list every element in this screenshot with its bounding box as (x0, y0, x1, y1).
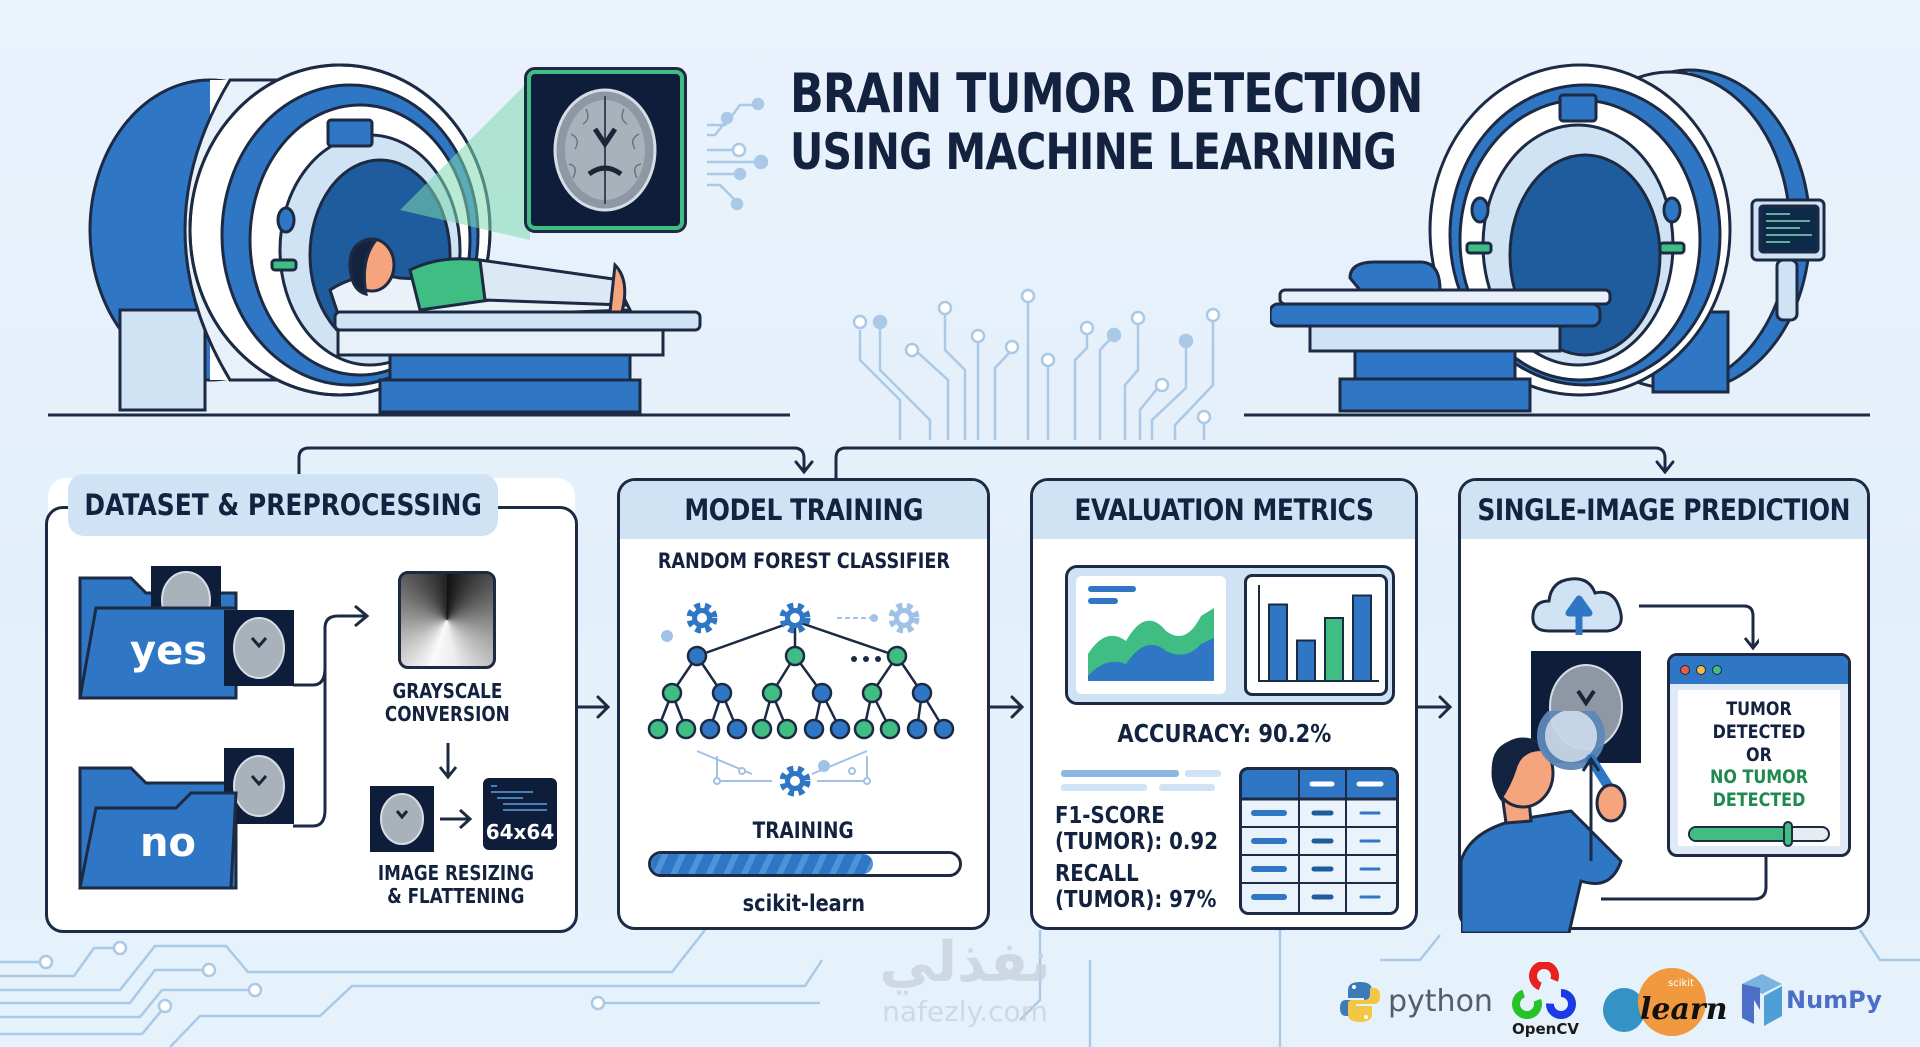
mini-chart-bar (1352, 594, 1372, 682)
watermark-arabic: نفذلي (879, 930, 1051, 995)
numpy-logo-text: NumPy (1786, 986, 1882, 1014)
prediction-result-text: TUMOR DETECTED OR NO TUMOR DETECTED (1678, 690, 1840, 846)
panel-model-training: MODEL TRAINING RANDOM FOREST CLASSIFIER (617, 478, 990, 930)
technology-logos: python OpenCV scikit learn NumPy (1340, 960, 1900, 1040)
merge-arrow-icon (293, 604, 370, 828)
mini-chart-bar (1324, 617, 1344, 682)
folder-yes-label: yes (130, 628, 208, 674)
watermark: نفذلي nafezly.com (850, 930, 1080, 1029)
area-chart-icon (1076, 576, 1226, 694)
python-logo-icon (1340, 982, 1380, 1022)
library-label: scikit-learn (742, 891, 865, 917)
opencv-logo-text: OpenCV (1512, 1020, 1579, 1038)
grayscale-icon (398, 571, 496, 669)
title-line-2: USING MACHINE LEARNING (790, 123, 1397, 182)
brain-thumbnail-icon (370, 786, 434, 852)
resize-tag: 64x64 (485, 820, 555, 844)
down-arrow-icon (438, 743, 458, 780)
right-arrow-icon (440, 808, 473, 830)
title-line-1: BRAIN TUMOR DETECTION (790, 62, 1423, 125)
panel-header: SINGLE-IMAGE PREDICTION (1461, 481, 1867, 539)
scikit-learn-logo-icon (1603, 968, 1706, 1036)
confusion-table-icon (1239, 767, 1399, 915)
folder-yes-icon[interactable] (76, 558, 296, 708)
panel-dataset-preprocessing: DATASET & PREPROCESSING yes no GRAYSCALE… (45, 474, 578, 933)
person-with-magnifier-icon (1461, 711, 1627, 933)
panel-header: MODEL TRAINING (620, 481, 987, 539)
flattened-vector-box: 64x64 (483, 778, 557, 850)
panel-header: DATASET & PREPROCESSING (68, 474, 498, 536)
training-progress-bar (648, 851, 962, 877)
mri-scanner-with-patient-icon (88, 63, 702, 414)
classifier-label: RANDOM FOREST CLASSIFIER (657, 549, 950, 573)
f1-score: F1-SCORE (TUMOR): 0.92 (1055, 803, 1218, 856)
prediction-result-window: TUMOR DETECTED OR NO TUMOR DETECTED (1667, 653, 1851, 857)
return-arrow-line (1601, 857, 1768, 901)
panel-header: EVALUATION METRICS (1033, 481, 1415, 539)
panel-evaluation-metrics: EVALUATION METRICS ACCURACY: 90.2% F1-SC… (1030, 478, 1418, 930)
window-titlebar (1670, 656, 1848, 684)
confidence-fill (1690, 828, 1790, 840)
charts-card (1065, 565, 1395, 705)
training-progress-fill (651, 854, 873, 874)
folder-no-icon[interactable] (76, 748, 296, 898)
flow-arrow-icon (1639, 604, 1759, 651)
numpy-logo-icon (1742, 974, 1782, 1026)
mri-scanner-icon (1270, 63, 1826, 413)
scikit-learn-logo-text: learn (1640, 992, 1728, 1027)
confidence-slider[interactable] (1688, 821, 1830, 847)
mini-chart-bar (1268, 603, 1288, 682)
grayscale-label: GRAYSCALE CONVERSION (385, 679, 510, 726)
mini-chart-bar (1296, 639, 1316, 682)
scikit-learn-small-text: scikit (1668, 978, 1694, 989)
close-dot-icon (1680, 665, 1690, 675)
accuracy-value: ACCURACY: 90.2% (1117, 719, 1331, 748)
panel-single-image-prediction: SINGLE-IMAGE PREDICTION TUMOR DETECTED O (1458, 478, 1870, 933)
resize-label: IMAGE RESIZING & FLATTENING (377, 861, 535, 908)
opencv-logo-icon (1512, 962, 1576, 1019)
cloud-upload-icon[interactable] (1529, 569, 1629, 639)
minimize-dot-icon (1696, 665, 1706, 675)
watermark-url: nafezly.com (882, 995, 1048, 1028)
bar-chart-icon (1244, 574, 1388, 696)
page-title: BRAIN TUMOR DETECTION USING MACHINE LEAR… (790, 62, 1510, 182)
recall-score: RECALL (TUMOR): 97% (1055, 861, 1217, 914)
training-status: TRAINING (752, 819, 854, 844)
brain-mri-scan-icon (524, 67, 687, 233)
random-forest-diagram (647, 591, 955, 806)
folder-no-label: no (140, 820, 196, 866)
maximize-dot-icon (1712, 665, 1722, 675)
text-lines-decoration (1061, 770, 1221, 791)
confidence-slider-handle[interactable] (1783, 821, 1794, 847)
python-logo-text: python (1388, 984, 1493, 1019)
